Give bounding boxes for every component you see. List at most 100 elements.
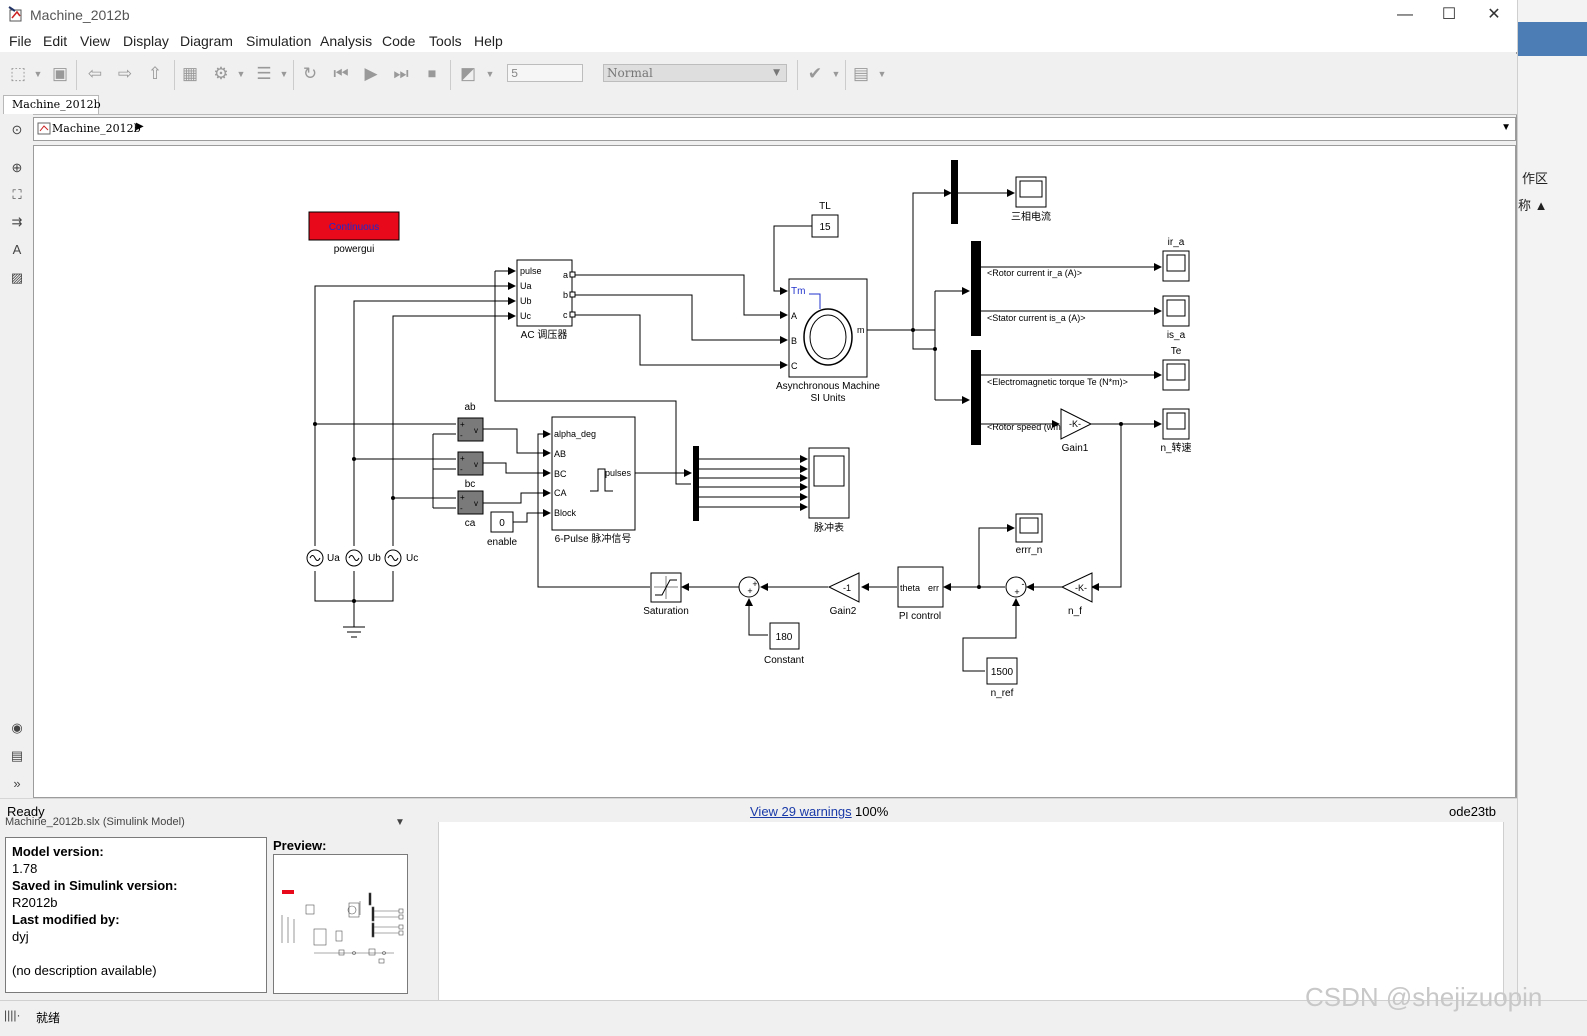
machine-port-tm: Tm (791, 286, 805, 297)
enable-value: 0 (499, 518, 505, 529)
model-config-icon[interactable]: ⚙ (213, 64, 229, 83)
zoom-level: 100% (855, 804, 889, 819)
simulation-mode-select[interactable]: Normal ▼ (603, 64, 787, 82)
sum-1-block[interactable] (738, 576, 760, 598)
annotation-icon[interactable]: A (12, 242, 22, 257)
gain1-value: -K- (1069, 419, 1081, 429)
scope-record-icon[interactable]: ◩ (459, 64, 477, 83)
enable-block[interactable] (490, 511, 514, 533)
menu-code[interactable]: Code (382, 33, 416, 49)
menu-tools[interactable]: Tools (429, 33, 462, 49)
build-dropdown-icon[interactable]: ▼ (877, 69, 887, 79)
powergui-block[interactable] (308, 211, 400, 241)
vm-ab-block[interactable] (457, 417, 484, 442)
model-info-box: Model version: 1.78 Saved in Simulink ve… (5, 837, 267, 993)
step-back-icon[interactable]: ⏮ (333, 64, 349, 83)
hide-browser-icon[interactable]: ⊙ (11, 122, 23, 137)
simulink-logo-icon (8, 6, 22, 22)
address-dropdown-icon[interactable]: ▼ (1501, 122, 1511, 133)
up-icon[interactable]: ⇧ (147, 64, 163, 83)
vm-ca-block[interactable] (457, 490, 484, 515)
bus-selector-3[interactable] (971, 350, 981, 445)
address-bar[interactable]: Machine_2012b ▶ ▼ (33, 117, 1516, 141)
config-dropdown-icon[interactable]: ▼ (236, 69, 246, 79)
menu-help[interactable]: Help (474, 33, 503, 49)
vm-bc-name: bc (465, 479, 476, 490)
preview-image (281, 890, 404, 964)
explorer-icon[interactable]: ☰ (256, 64, 272, 83)
model-advisor-icon[interactable]: ✔ (807, 64, 823, 83)
menu-edit[interactable]: Edit (43, 33, 68, 49)
scope-speed[interactable] (1162, 408, 1190, 440)
nf-gain-value: -K- (1075, 583, 1087, 593)
tab-machine[interactable]: Machine_2012b (3, 95, 101, 114)
ac-regulator-block[interactable] (516, 259, 573, 327)
block-diagram: Continuous powergui pulse Ua Ub Uc a b c… (306, 160, 1192, 699)
camera-icon[interactable]: ◉ (11, 720, 23, 735)
explorer-dropdown-icon[interactable]: ▼ (279, 69, 289, 79)
sum-2-block[interactable] (1005, 576, 1027, 598)
preview-label: Preview: (273, 838, 327, 853)
solver-name[interactable]: ode23tb (1449, 804, 1496, 819)
model-canvas[interactable]: Continuous powergui pulse Ua Ub Uc a b c… (33, 145, 1516, 798)
menu-analysis[interactable]: Analysis (320, 33, 373, 49)
step-forward-icon[interactable]: ⏭ (393, 64, 409, 83)
gain2-block[interactable] (827, 572, 860, 603)
menu-display[interactable]: Display (123, 33, 169, 49)
bus-selector-2[interactable] (971, 241, 981, 336)
expand-icon[interactable]: » (13, 776, 21, 791)
six-pulse-block[interactable] (551, 416, 636, 531)
menu-diagram[interactable]: Diagram (180, 33, 233, 49)
scope-three-phase[interactable] (1015, 176, 1047, 208)
stop-time-input[interactable]: 5 (507, 64, 583, 82)
pi-control-block[interactable] (897, 566, 944, 608)
bus-selector-1[interactable] (951, 160, 958, 224)
zoom-icon[interactable]: ⊕ (11, 160, 23, 175)
gain1-block[interactable] (1060, 408, 1093, 440)
scope-isa[interactable] (1162, 295, 1190, 327)
vm-bc-block[interactable] (457, 451, 484, 476)
nref-block[interactable] (986, 657, 1018, 685)
library-browser-icon[interactable]: ▦ (181, 64, 199, 83)
run-icon[interactable]: ▶ (364, 64, 378, 83)
content-panel (438, 822, 1504, 1000)
menu-file[interactable]: File (9, 33, 32, 49)
nf-gain-block[interactable] (1060, 572, 1093, 603)
build-icon[interactable]: ▤ (852, 64, 870, 83)
warnings-link[interactable]: View 29 warnings (750, 804, 852, 819)
tl-block[interactable] (811, 214, 839, 238)
scope-te[interactable] (1162, 359, 1190, 391)
menu-simulation[interactable]: Simulation (246, 33, 312, 49)
report-icon[interactable]: ▤ (10, 748, 24, 763)
menu-view[interactable]: View (80, 33, 111, 49)
asynchronous-machine-block[interactable] (788, 278, 868, 378)
scope-ira[interactable] (1162, 250, 1190, 282)
back-icon[interactable]: ⇦ (87, 64, 103, 83)
source-ub[interactable] (345, 549, 363, 567)
image-icon[interactable]: ▨ (10, 270, 24, 285)
source-ua[interactable] (306, 549, 324, 567)
maximize-button[interactable]: ☐ (1441, 6, 1457, 23)
file-header: Machine_2012b.slx (Simulink Model) (5, 816, 185, 828)
forward-icon[interactable]: ⇨ (117, 64, 133, 83)
new-dropdown-icon[interactable]: ▼ (33, 69, 43, 79)
close-button[interactable]: ✕ (1487, 6, 1501, 23)
stop-icon[interactable]: ⏹ (427, 64, 437, 83)
fit-to-view-icon[interactable]: ⛶ (12, 187, 22, 202)
save-icon[interactable]: ▣ (51, 64, 69, 83)
constant-block[interactable] (769, 622, 800, 650)
minimize-button[interactable]: — (1397, 6, 1413, 23)
pulse-demux[interactable] (693, 446, 699, 521)
breadcrumb[interactable]: Machine_2012b (52, 122, 141, 135)
new-model-icon[interactable]: ⬚ (9, 64, 27, 83)
simulation-mode-value: Normal (607, 66, 653, 80)
source-uc[interactable] (384, 549, 402, 567)
advisor-dropdown-icon[interactable]: ▼ (831, 69, 841, 79)
arrow-icon[interactable]: ⇉ (11, 214, 23, 229)
pulse-port-bc: BC (554, 469, 567, 479)
refresh-icon[interactable]: ↻ (302, 64, 318, 83)
record-dropdown-icon[interactable]: ▼ (485, 69, 495, 79)
scope-error[interactable] (1015, 513, 1043, 543)
scope-pulse[interactable] (808, 447, 850, 519)
header-chevron-icon[interactable]: ▼ (395, 817, 405, 828)
